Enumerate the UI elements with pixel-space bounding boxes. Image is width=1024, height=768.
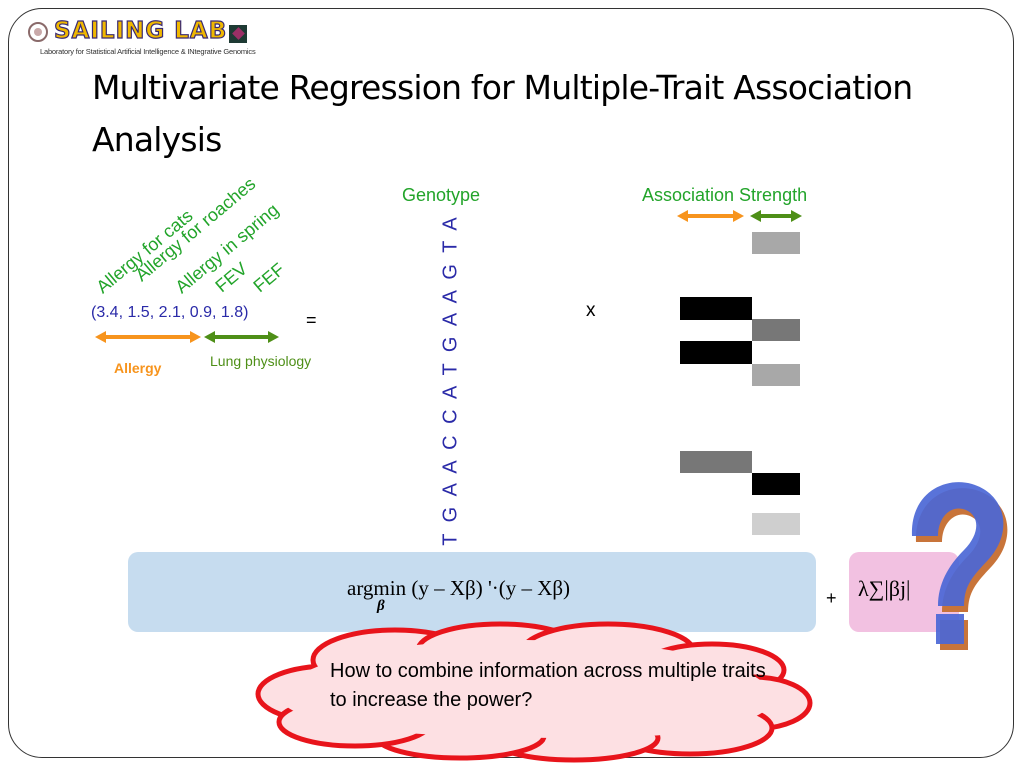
argmin-subscript: β xyxy=(377,598,385,614)
genotype-header: Genotype xyxy=(402,185,481,205)
heatmap-cell xyxy=(680,297,752,320)
slide-title: Multivariate Regression for Multiple-Tra… xyxy=(92,68,913,159)
l1-penalty-term: λ∑|βj| xyxy=(858,576,911,601)
logo-tagline: Laboratory for Statistical Artificial In… xyxy=(40,47,256,56)
association-strength-header: Association Strength xyxy=(642,185,808,205)
allergy-group-label: Allergy xyxy=(114,360,162,376)
heatmap-cell xyxy=(752,513,800,535)
heatmap-cell xyxy=(752,319,800,341)
lab-emblem-icon xyxy=(229,25,247,43)
objective-formula-box xyxy=(128,552,816,632)
equals-sign: = xyxy=(306,310,317,330)
heatmap-cell xyxy=(752,232,800,254)
slide-frame xyxy=(8,8,1014,758)
times-sign: x xyxy=(586,300,596,321)
plus-sign: + xyxy=(826,588,837,608)
sailing-lab-logo: SAILING LAB xyxy=(53,17,228,44)
heatmap-cell xyxy=(752,364,800,386)
objective-formula: argmin (y – Xβ) '·(y – Xβ) xyxy=(347,576,571,600)
heatmap-cell xyxy=(752,473,800,495)
heatmap-cell xyxy=(680,451,752,473)
heatmap-cell xyxy=(680,341,752,364)
trait-values-vector: (3.4, 1.5, 2.1, 0.9, 1.8) xyxy=(91,304,249,321)
university-seal-icon xyxy=(28,22,48,42)
callout-question-text: How to combine information across multip… xyxy=(330,660,766,711)
lung-physiology-group-label: Lung physiology xyxy=(210,353,312,369)
